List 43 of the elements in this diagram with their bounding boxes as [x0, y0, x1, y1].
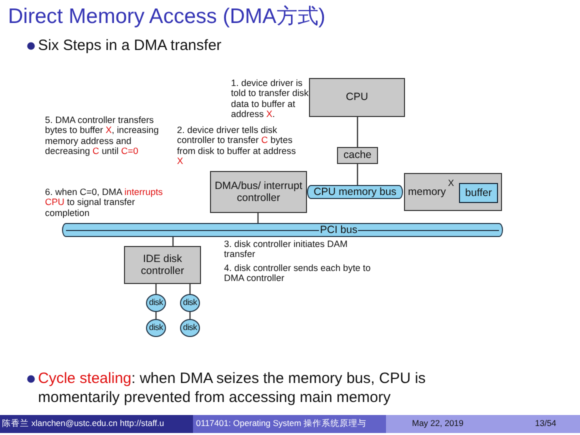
footer-text: 13/54	[535, 419, 556, 429]
node-label: DMA/bus/ interrupt controller	[214, 180, 304, 204]
memory-bus	[307, 185, 403, 199]
connector-line	[155, 284, 157, 294]
disk-circle	[146, 294, 166, 312]
connector-line	[356, 164, 358, 185]
step-note: 3. disk controller initiates DAM transfer	[224, 239, 349, 260]
node-label: PCI bus	[319, 224, 358, 236]
footer-text: 陈香兰 xlanchen@ustc.edu.cn http://staff.u	[2, 419, 164, 429]
node-label: disk	[183, 298, 197, 308]
component-box	[210, 171, 307, 213]
disk-circle	[180, 319, 200, 337]
component-box	[337, 147, 378, 164]
step-note: 2. device driver tells disk controller to transfer C bytes from disk to buffer at address X	[177, 125, 297, 167]
pci-bus	[62, 223, 503, 237]
step-note: 6. when C=0, DMA interrupts CPU to signal transfer completion	[45, 187, 164, 218]
node-label: buffer	[465, 186, 492, 200]
bullet-item: Six Steps in a DMA transfer	[38, 37, 222, 56]
node-label: IDE disk controller	[140, 252, 186, 278]
disk-circle	[180, 294, 200, 312]
node-label: cache	[343, 149, 372, 162]
node-label: disk	[149, 323, 163, 333]
connector-line	[189, 284, 191, 294]
connector-line	[356, 117, 358, 147]
slide-title: Direct Memory Access (DMA方式)	[8, 4, 326, 30]
component-box	[309, 78, 405, 117]
buffer-box	[459, 183, 498, 203]
disk-circle	[146, 319, 166, 337]
component-box	[124, 246, 201, 284]
node-label: CPU memory bus	[314, 186, 396, 198]
bullet-item: Cycle stealing: when DMA seizes the memory bus, CPU is momentarily prevented from accessing main memory	[38, 370, 427, 408]
step-note: 1. device driver is told to transfer disk data to buffer at address X.	[231, 78, 310, 120]
node-label: disk	[149, 298, 163, 308]
node-label: CPU	[346, 91, 368, 104]
x-mark: X	[448, 178, 454, 188]
step-note: 5. DMA controller transfers bytes to buffer X, increasing memory address and decreasing C until C=0	[45, 115, 160, 157]
memory-box	[404, 173, 502, 211]
footer-text: 0117401: Operating System 操作系统原理与	[196, 419, 367, 429]
footer-text: May 22, 2019	[412, 419, 464, 429]
node-label: memory	[408, 186, 446, 198]
node-label: disk	[183, 323, 197, 333]
step-note: 4. disk controller sends each byte to DMA controller	[224, 263, 372, 284]
connector-line	[257, 213, 259, 223]
